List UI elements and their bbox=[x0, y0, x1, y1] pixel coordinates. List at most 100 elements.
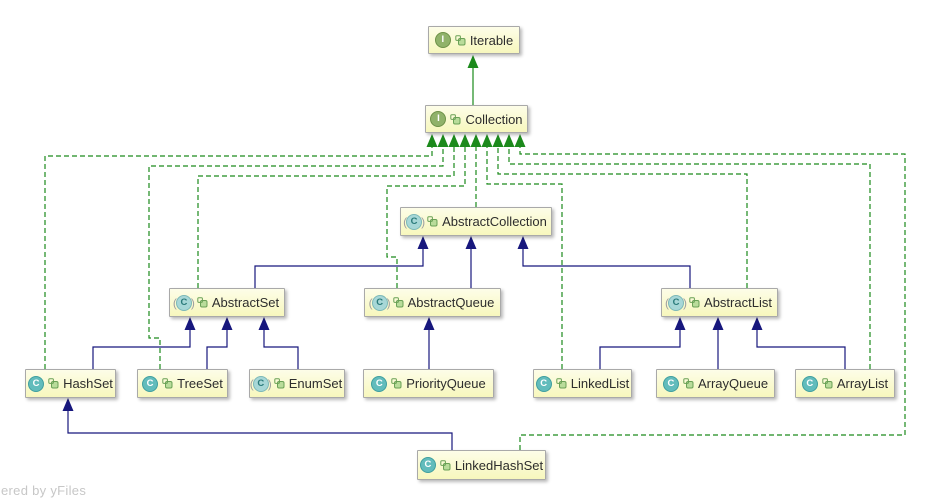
class-name-label: AbstractCollection bbox=[442, 214, 547, 229]
class-name-label: LinkedList bbox=[570, 376, 630, 391]
visibility-lock-icon bbox=[274, 378, 285, 389]
abstract-paren: ) bbox=[267, 376, 272, 391]
class-icon: C bbox=[142, 375, 159, 392]
arrowhead-linkedhashset-collection bbox=[514, 134, 526, 147]
class-icon: C bbox=[28, 375, 45, 392]
edge-linkedhashset-hashset bbox=[67, 411, 453, 450]
arrowhead-arraylist-abstractlist bbox=[751, 317, 763, 330]
arrowhead-abstractlist-collection bbox=[492, 134, 504, 147]
class-node-arrayqueue[interactable]: C ArrayQueue bbox=[656, 369, 775, 398]
visibility-lock-icon bbox=[450, 113, 461, 124]
class-node-abstractqueue[interactable]: (C) AbstractQueue bbox=[364, 288, 501, 317]
visibility-lock-icon bbox=[197, 297, 208, 308]
edge-hashset-collection bbox=[44, 147, 433, 369]
abstract-class-icon: C bbox=[668, 294, 685, 311]
class-node-abstractset[interactable]: (C) AbstractSet bbox=[169, 288, 285, 317]
edge-arraylist-abstractlist bbox=[756, 330, 846, 369]
class-name-label: Iterable bbox=[469, 32, 514, 48]
visibility-lock-icon bbox=[392, 297, 404, 308]
class-node-priorityqueue[interactable]: C PriorityQueue bbox=[363, 369, 494, 398]
class-node-abstractlist[interactable]: (C)AbstractList bbox=[661, 288, 778, 317]
class-node-collection[interactable]: I Collection bbox=[425, 105, 528, 133]
visibility-lock-icon bbox=[440, 459, 451, 470]
arrowhead-abstractcollection-collection bbox=[470, 134, 482, 147]
class-name-label: LinkedHashSet bbox=[454, 457, 544, 473]
edge-treeset-collection bbox=[148, 147, 444, 369]
arrowhead-collection-iterable bbox=[467, 55, 479, 68]
visibility-lock-icon bbox=[556, 378, 567, 389]
edge-abstractset-abstractcollection bbox=[254, 249, 424, 288]
arrowhead-linkedlist-collection bbox=[481, 134, 493, 147]
class-name-label: Collection bbox=[465, 111, 523, 127]
arrowhead-hashset-collection bbox=[426, 134, 438, 147]
interface-icon: I bbox=[434, 32, 451, 48]
class-node-treeset[interactable]: C TreeSet bbox=[137, 369, 228, 398]
visibility-lock-icon bbox=[683, 378, 694, 389]
abstract-class-icon: C bbox=[175, 294, 192, 311]
edge-abstractlist-collection bbox=[497, 147, 748, 288]
abstract-class-icon: C bbox=[371, 294, 388, 311]
abstract-class-icon: C bbox=[406, 213, 423, 230]
arrowhead-abstractlist-abstractcollection bbox=[517, 236, 529, 249]
edge-abstractset-collection bbox=[197, 147, 455, 288]
class-name-label: AbstractList bbox=[704, 295, 772, 310]
edge-linkedlist-collection bbox=[486, 147, 563, 369]
visibility-lock-icon bbox=[455, 34, 466, 45]
class-node-linkedlist[interactable]: C LinkedList bbox=[533, 369, 632, 398]
abstract-paren: ( bbox=[403, 214, 408, 229]
class-name-label: TreeSet bbox=[177, 376, 223, 391]
visibility-lock-icon bbox=[427, 216, 438, 227]
abstract-class-icon: C bbox=[252, 375, 269, 392]
class-icon: C bbox=[801, 375, 818, 392]
class-icon: C bbox=[535, 375, 552, 392]
class-name-label: HashSet bbox=[63, 376, 113, 391]
class-node-iterable[interactable]: I Iterable bbox=[428, 26, 520, 54]
visibility-lock-icon bbox=[162, 378, 173, 389]
arrowhead-linkedlist-abstractlist bbox=[674, 317, 686, 330]
arrowhead-arrayqueue-abstractlist bbox=[712, 317, 724, 330]
arrowhead-linkedhashset-hashset bbox=[62, 398, 74, 411]
arrowhead-abstractqueue-collection bbox=[459, 134, 471, 147]
abstract-paren: ) bbox=[386, 295, 391, 310]
class-node-hashset[interactable]: C HashSet bbox=[25, 369, 116, 398]
class-name-label: ArrayList bbox=[836, 376, 889, 391]
abstract-paren: ( bbox=[172, 295, 177, 310]
abstract-paren: ( bbox=[368, 295, 373, 310]
class-name-label: AbstractQueue bbox=[407, 295, 495, 310]
visibility-lock-icon bbox=[689, 297, 700, 308]
arrowhead-treeset-abstractset bbox=[221, 317, 233, 330]
class-name-label: ArrayQueue bbox=[697, 376, 769, 391]
class-icon: C bbox=[371, 375, 388, 392]
visibility-lock-icon bbox=[48, 378, 59, 389]
edge-enumset-abstractset bbox=[263, 330, 299, 369]
arrowhead-abstractqueue-abstractcollection bbox=[465, 236, 477, 249]
class-name-label: AbstractSet bbox=[211, 295, 280, 310]
edge-abstractlist-abstractcollection bbox=[522, 249, 691, 288]
class-name-label: EnumSet bbox=[288, 376, 343, 391]
arrowhead-arraylist-collection bbox=[503, 134, 515, 147]
arrowhead-hashset-abstractset bbox=[184, 317, 196, 330]
class-node-enumset[interactable]: (C) EnumSet bbox=[249, 369, 345, 398]
class-name-label: PriorityQueue bbox=[406, 376, 486, 391]
arrowhead-enumset-abstractset bbox=[258, 317, 270, 330]
visibility-lock-icon bbox=[391, 378, 402, 389]
yfiles-watermark: ered by yFiles bbox=[1, 483, 87, 498]
class-icon: C bbox=[419, 457, 436, 473]
edge-linkedlist-abstractlist bbox=[599, 330, 681, 369]
edge-arraylist-collection bbox=[508, 147, 871, 369]
arrowhead-abstractset-collection bbox=[448, 134, 460, 147]
edge-abstractqueue-collection bbox=[386, 147, 466, 288]
abstract-paren: ( bbox=[249, 376, 254, 391]
interface-icon: I bbox=[430, 111, 447, 127]
edge-linkedhashset-collection bbox=[519, 147, 906, 450]
arrowhead-priorityqueue-abstractqueue bbox=[423, 317, 435, 330]
class-node-linkedhashset[interactable]: C LinkedHashSet bbox=[417, 450, 546, 480]
arrowhead-abstractset-abstractcollection bbox=[417, 236, 429, 249]
class-icon: C bbox=[662, 375, 679, 392]
class-node-arraylist[interactable]: C ArrayList bbox=[795, 369, 895, 398]
class-node-abstractcollection[interactable]: (C)AbstractCollection bbox=[400, 207, 552, 236]
abstract-paren: ) bbox=[190, 295, 195, 310]
arrowhead-treeset-collection bbox=[437, 134, 449, 147]
